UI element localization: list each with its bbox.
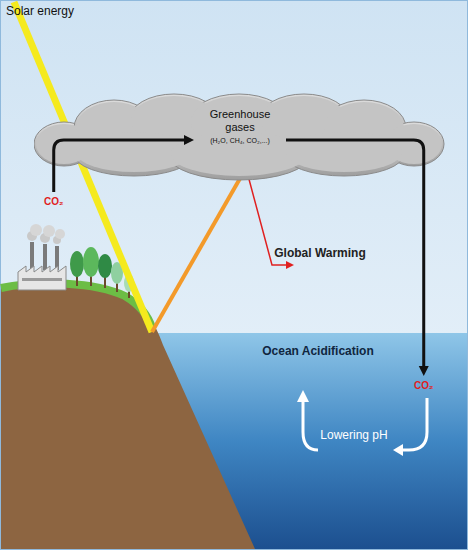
cycle-arrowhead: [297, 390, 309, 402]
co2-flow-arrowhead: [419, 366, 429, 376]
co2-flow-arrowhead: [184, 135, 194, 145]
gas-formula: (H₂O, CH₄, CO₂,...): [160, 136, 320, 145]
land: [1, 283, 255, 549]
factory: [18, 224, 66, 290]
co2-label: CO₂: [44, 196, 63, 207]
title-label: Solar energy: [6, 4, 74, 18]
reflected-ray: [152, 168, 246, 332]
effect-label: Ocean Acidification: [262, 344, 374, 359]
co2-label: CO₂: [414, 380, 433, 391]
effect-label: Global Warming: [272, 246, 368, 261]
process-label: Lowering pH: [320, 428, 388, 442]
greenhouse-cloud: Greenhouse gases (H₂O, CH₄, CO₂,...): [34, 92, 446, 188]
co2-flow-line: [54, 140, 186, 192]
cycle-arrow: [303, 400, 318, 450]
node-title: Greenhouse gases: [200, 108, 280, 134]
cycle-arrow: [401, 398, 427, 450]
warming-arrowhead: [286, 261, 294, 269]
cycle-arrowhead: [393, 444, 403, 456]
